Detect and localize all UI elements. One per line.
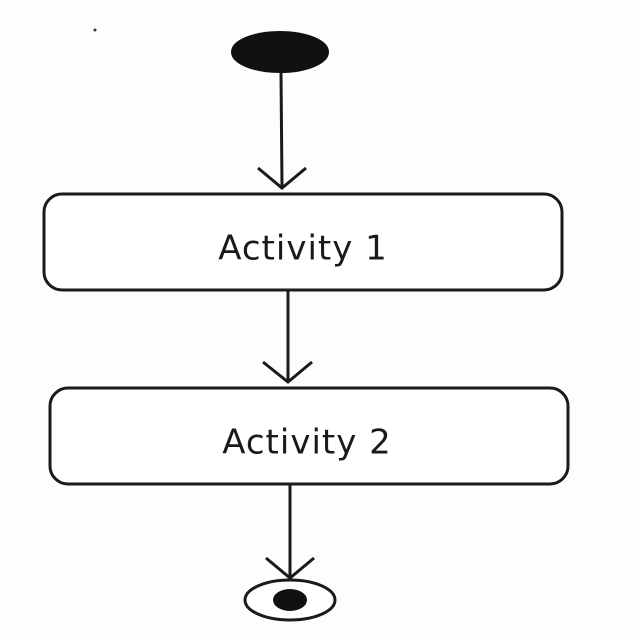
arrowhead [257, 166, 307, 190]
arrowhead [262, 360, 313, 384]
edge-start-to-activity-1 [257, 71, 307, 190]
edge-activity-1-to-activity-2 [262, 290, 313, 384]
initial-node [231, 31, 329, 73]
activity-node-2: Activity 2 [48, 386, 570, 486]
final-node [243, 578, 337, 622]
activity-label-2: Activity 2 [222, 423, 392, 463]
speck [93, 28, 97, 32]
activity-node-1: Activity 1 [42, 192, 564, 292]
arrowhead [265, 556, 315, 580]
activity-label-1: Activity 1 [218, 229, 388, 269]
edge-activity-2-to-final [265, 484, 315, 580]
